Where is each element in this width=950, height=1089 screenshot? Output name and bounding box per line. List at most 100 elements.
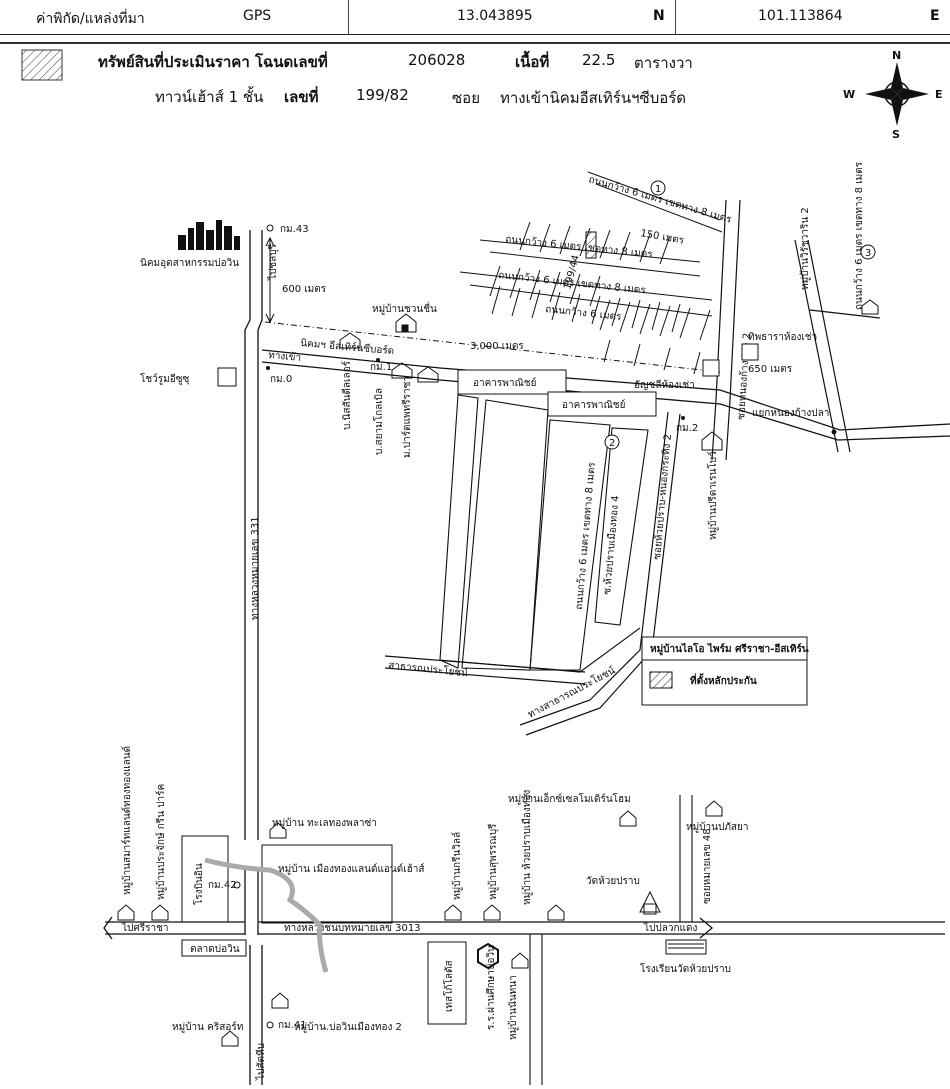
market-box	[181, 939, 247, 957]
v-pasaya-label: หมู่บ้านปภัสยา	[686, 821, 749, 833]
school-icon	[665, 939, 707, 955]
v-samart-label: หมู่บ้านสมาร์ทแลนด์ทองทองแลนด์	[121, 746, 133, 895]
soi-village3-road	[794, 239, 881, 453]
village-chuanchuen-label: หมู่บ้านชวนชื่น	[372, 301, 437, 315]
legend-collateral: ที่ตั้งหลักประกัน	[690, 673, 757, 687]
to-sriracha-label: ไปศรีราชา	[121, 922, 168, 934]
soi-huaiprap-road	[519, 411, 681, 736]
to-sattahip-label: ไปสัตหีบ	[255, 1043, 267, 1081]
to-chonburi-label: ไปชลบุรี	[267, 243, 279, 281]
road-3013-label: ทางหลวงชนบทหมายเลข 3013	[284, 923, 421, 934]
nissan-label: บ.นิสสันดีลเลอร์	[341, 360, 353, 430]
soi-value: ทางเข้านิคมอีสเทิร์นฯซีบอร์ด	[500, 89, 687, 107]
soi-nongkangpla-label: ถนนกว้าง 6 เมตร เขตทาง 8 เมตร	[853, 161, 865, 310]
divider	[348, 0, 349, 34]
entrance-label: ทางเข้า	[268, 349, 302, 364]
school-wat-label: โรงเรียนวัดห้วยปราบ	[640, 962, 731, 975]
school-road-label: ทางสาธารณประโยชน์	[525, 663, 617, 720]
coord-label: ค่าพิกัด/แหล่งที่มา	[36, 11, 145, 27]
subdivision-lots	[459, 171, 723, 375]
village-rainbow-label: หมู่บ้านปรีดาเรนโบว์	[706, 451, 719, 540]
factory-icon	[178, 220, 240, 250]
school-logo-icon	[477, 942, 499, 970]
v-nongkhla-label: หมู่บ้านนันทนา	[507, 975, 519, 1040]
v-muangthong-label: หมู่บ้าน เมืองทองแลนด์แอนด์เฮ้าส์	[278, 863, 424, 875]
anchali-label: อัญชลีห้องเช่า	[634, 379, 695, 391]
circle-3: 3	[865, 248, 871, 259]
km1-label: กม.1	[370, 362, 392, 373]
compass-s: S	[892, 128, 900, 141]
public-road	[384, 655, 586, 685]
v-huaiprap-label: หมู่บ้าน ห้วยปราบเมืองทอง	[521, 790, 533, 905]
compass-n: N	[892, 49, 901, 62]
commercial-building-2	[547, 391, 657, 417]
house-no-value: 199/82	[356, 86, 409, 104]
deed-number: 206028	[408, 51, 466, 69]
distance-600-arrow	[265, 236, 275, 324]
house-icon	[861, 299, 879, 315]
industrial-label: นิคมอุตสาหกรรมบ่อวิน	[140, 258, 239, 269]
showroom-label: โชว์รูมอีซูซุ	[140, 372, 190, 385]
area-value: 22.5	[582, 51, 616, 69]
thipthara-label: ทิพธาราห้องเช่า	[748, 331, 817, 343]
junction-label: แยกหนองก้างปลา	[752, 407, 829, 419]
to-plaeng-label: ไปปลวกแดง	[643, 922, 697, 934]
estate-road-label: นิคมฯ อีสเทิร์นซีบอร์ด	[300, 337, 395, 357]
bottom-side-roads	[529, 795, 693, 1085]
distance-3000-line	[264, 321, 721, 373]
divider	[675, 0, 676, 34]
soi-nongkangpla-road	[711, 199, 741, 461]
coord-source: GPS	[243, 8, 272, 24]
longitude-dir: E	[930, 8, 940, 24]
area-unit: ตารางวา	[634, 54, 693, 72]
hospital-label: ม.ปาร์ตแพทรีราชา	[401, 376, 413, 458]
road6m-c: ถนนกว้าง 6 เมตร	[545, 303, 623, 323]
longitude-value: 101.113864	[758, 8, 843, 24]
rongbin-block	[181, 835, 229, 923]
v-green-label: หมู่บ้านประจักษ์ กรีน ปาร์ค	[155, 784, 167, 900]
soi48-label: ซอยหมายเลข 48	[702, 828, 713, 904]
circle-1: 1	[655, 184, 661, 195]
km43-label: กม.43	[280, 224, 309, 235]
compass-icon: N S W E	[843, 49, 943, 141]
coordinate-header: ค่าพิกัด/แหล่งที่มา GPS 13.043895 N 101.…	[0, 0, 950, 35]
estate-road	[261, 349, 950, 441]
road6m-label: ถนนกว้าง 6 เมตร เขตทาง 8 เมตร	[573, 461, 598, 610]
v-supanburi-label: หมู่บ้านสุพรรณบุรี	[487, 823, 499, 900]
lotus-label: เทสโก้โลตัส	[442, 960, 455, 1012]
commercial2-label: อาคารพาณิชย์	[562, 399, 625, 411]
legend-hatch-swatch	[649, 671, 673, 689]
d650-label: 650 เมตร	[748, 364, 793, 375]
legend-project: หมู่บ้านไลโอ ไพร์ม ศรีราชา-อีสเทิร์น	[650, 642, 809, 656]
soi-kangnam4-label: ซ.ห้วยปราบเมืองทอง 4	[601, 495, 622, 595]
anchali-marker	[702, 359, 720, 377]
latitude-dir: N	[653, 8, 665, 24]
house-icon	[339, 332, 439, 383]
km41-label: กม.41	[278, 1020, 307, 1031]
road-3013	[103, 916, 945, 940]
collateral-swatch	[21, 49, 63, 81]
village-ward-label: หมู่บ้านวิรัชวาริน 2	[799, 207, 811, 290]
property-type: ทาวน์เฮ้าส์ 1 ชั้น	[155, 88, 264, 106]
house-icon	[395, 313, 417, 333]
circle-2: 2	[609, 438, 615, 449]
compass-w: W	[843, 88, 855, 101]
d600-label: 600 เมตร	[282, 284, 327, 295]
commercial1-label: อาคารพาณิชย์	[473, 377, 536, 389]
km42-label: กม.42	[208, 880, 237, 891]
d3000-label: 3,000 เมตร	[470, 341, 524, 352]
lotus-box	[427, 941, 467, 1025]
showroom-marker	[217, 367, 237, 387]
road-331-label: ทางหลวงหมายเลข 331	[250, 516, 261, 620]
temple-icon	[639, 890, 661, 915]
legend-box	[641, 636, 808, 706]
area-label: เนื้อที่	[515, 53, 550, 71]
km2-label: กม.2	[676, 423, 698, 434]
v-plaza-label: หมู่บ้าน ทะเลทองพลาซ่า	[272, 817, 377, 829]
collateral-lot	[585, 231, 597, 259]
thipthara-marker	[741, 343, 759, 361]
km-markers: กม.43 กม.0 กม.1 กม.2 กม.42 กม.41	[208, 224, 698, 1031]
header-rule	[0, 42, 950, 44]
village-block	[261, 844, 393, 924]
